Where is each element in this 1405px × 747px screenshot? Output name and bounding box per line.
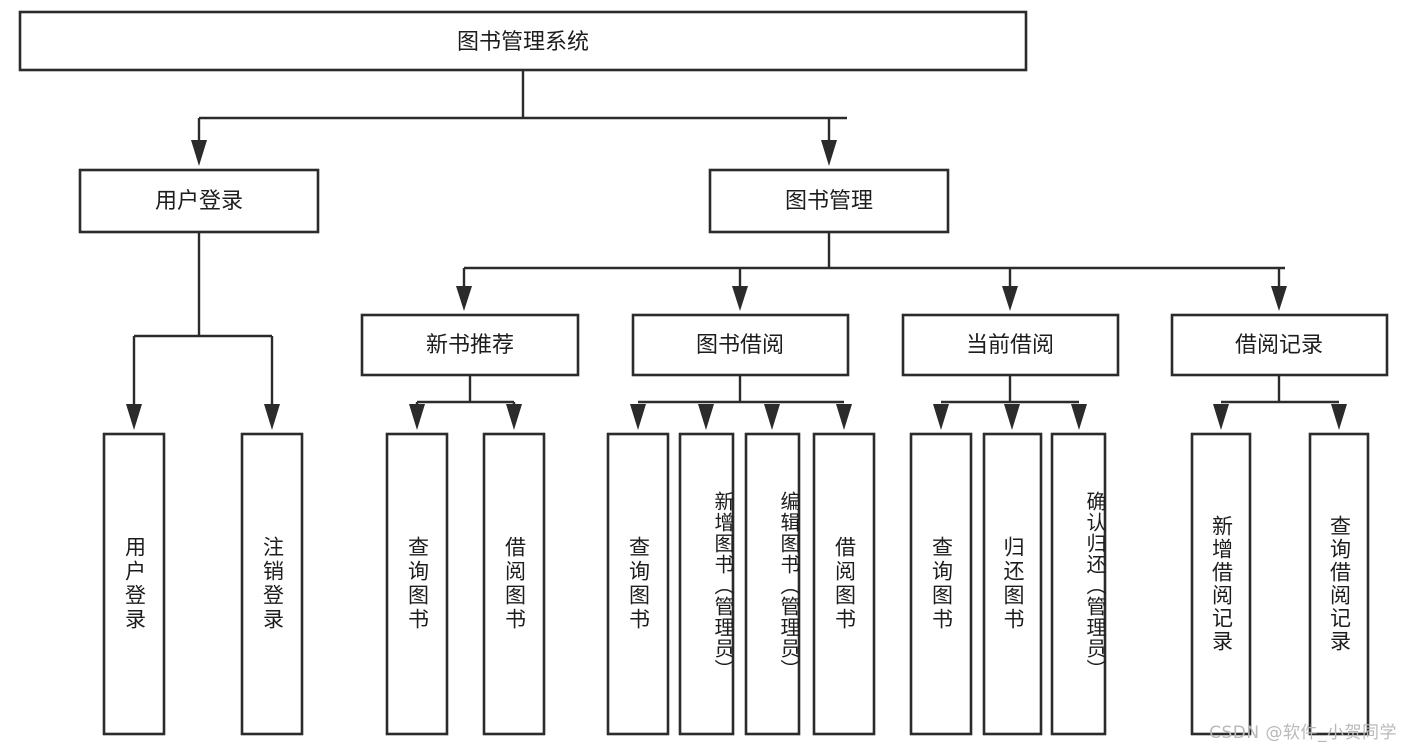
leaf-box-bb-query-book[interactable] (606, 432, 670, 736)
node-new-book-rec-box[interactable] (360, 313, 580, 377)
node-root-label: 图书管理系统 (457, 30, 589, 55)
arrow-head-bb-edit (764, 404, 780, 430)
connector-group-new-book-rec (409, 375, 522, 430)
node-current-borrow-box[interactable] (901, 313, 1120, 377)
arrow-head-bb-borrow (836, 404, 852, 430)
arrow-head-current-borrow (1002, 286, 1018, 311)
node-borrow-record-label: 借阅记录 (1235, 333, 1323, 358)
node-user-login[interactable]: 用户登录 (78, 168, 320, 234)
node-root[interactable]: 图书管理系统 (18, 10, 1028, 72)
connector-group-borrow-record (1213, 375, 1347, 430)
arrow-head-br-query (1331, 404, 1347, 430)
node-book-borrow-box[interactable] (631, 313, 850, 377)
node-book-borrow-label: 图书借阅 (696, 333, 784, 358)
leaf-box-bb-borrow-book[interactable] (812, 432, 876, 736)
connector-group-user-login (126, 232, 280, 430)
arrow-head-nbr-borrow (506, 404, 522, 430)
connector-group-book-manage (456, 232, 1287, 311)
leaf-box-nbr-borrow-book[interactable] (482, 432, 546, 736)
arrow-head-new-book-rec (456, 286, 472, 311)
node-book-manage-box[interactable] (708, 168, 950, 234)
connector-group-current-borrow (933, 375, 1087, 430)
csdn-watermark: CSDN @软件_小贺同学 (1209, 723, 1397, 743)
node-book-manage-label: 图书管理 (785, 189, 873, 214)
arrow-head-bb-query (630, 404, 646, 430)
arrow-head-cb-confirm (1071, 404, 1087, 430)
node-book-manage[interactable]: 图书管理 (708, 168, 950, 234)
arrow-head-cb-query (933, 404, 949, 430)
leaf-box-user-login[interactable] (102, 432, 166, 736)
node-new-book-rec[interactable]: 新书推荐 (360, 313, 580, 377)
leaf-box-logout[interactable] (240, 432, 304, 736)
connector-group-root (191, 70, 847, 166)
node-user-login-box[interactable] (78, 168, 320, 234)
leaf-box-cb-return-book[interactable] (982, 432, 1043, 736)
arrow-head-leaf-user-login (126, 404, 142, 430)
node-current-borrow-label: 当前借阅 (966, 333, 1054, 358)
arrow-head-book-borrow (732, 286, 748, 311)
arrow-head-bb-add (698, 404, 714, 430)
arrow-head-borrow-record (1271, 286, 1287, 311)
leaf-box-cb-query-book[interactable] (909, 432, 973, 736)
node-root-box[interactable] (18, 10, 1028, 72)
arrow-head-cb-return (1004, 404, 1020, 430)
node-book-borrow[interactable]: 图书借阅 (631, 313, 850, 377)
node-new-book-rec-label: 新书推荐 (426, 333, 514, 358)
leaf-box-br-query-record[interactable] (1308, 432, 1370, 736)
arrow-head-book-manage (821, 140, 837, 166)
arrow-head-user-login (191, 140, 207, 166)
node-current-borrow[interactable]: 当前借阅 (901, 313, 1120, 377)
leaf-box-bb-add-book[interactable] (678, 432, 735, 736)
leaf-box-cb-confirm-return[interactable] (1050, 432, 1107, 736)
leaf-box-bb-edit-book[interactable] (744, 432, 801, 736)
leaf-box-br-add-record[interactable] (1190, 432, 1252, 736)
arrow-head-br-add (1213, 404, 1229, 430)
node-borrow-record-box[interactable] (1170, 313, 1389, 377)
connector-group-book-borrow (630, 375, 852, 430)
node-borrow-record[interactable]: 借阅记录 (1170, 313, 1389, 377)
arrow-head-nbr-query (409, 404, 425, 430)
leaf-box-nbr-query-book[interactable] (385, 432, 449, 736)
node-user-login-label: 用户登录 (155, 189, 243, 214)
leaf-boxes (102, 432, 1370, 736)
arrow-head-leaf-logout (264, 404, 280, 430)
